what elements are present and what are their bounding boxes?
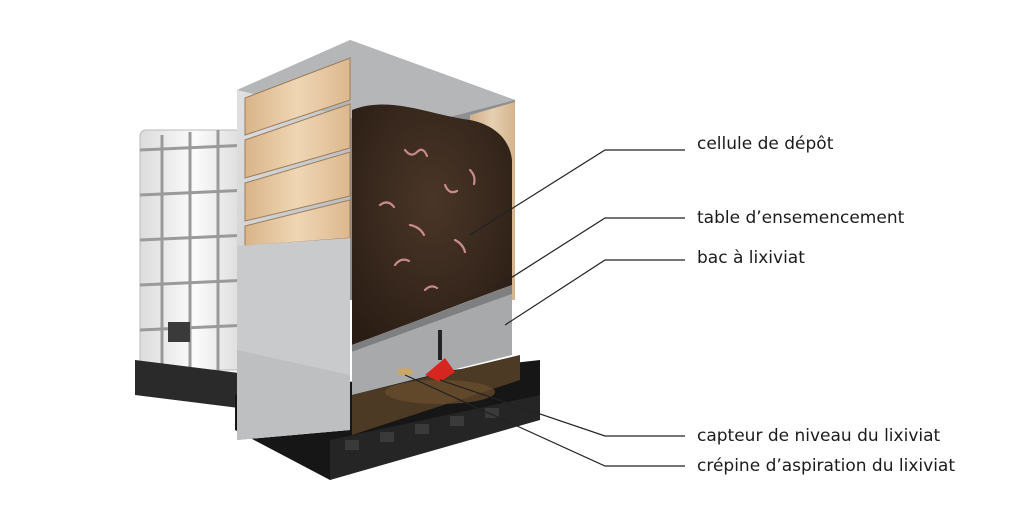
leader-line-cellule [469, 149, 685, 236]
leader-line-bac [504, 259, 685, 326]
label-crepine-aspiration: crépine d’aspiration du lixiviat [697, 456, 955, 476]
leader-line-table [494, 217, 685, 289]
leader-line-capteur [439, 379, 685, 437]
label-cellule-de-depot: cellule de dépôt [697, 134, 834, 154]
label-table-ensemencement: table d’ensemencement [697, 208, 905, 228]
suction-strainer [397, 368, 413, 376]
level-sensor [425, 330, 455, 382]
seeding-table [352, 285, 512, 352]
leachate-tray [352, 294, 520, 435]
label-bac-a-lixiviat: bac à lixiviat [697, 248, 805, 268]
label-capteur-niveau: capteur de niveau du lixiviat [697, 426, 941, 446]
leader-line-crepine [404, 374, 685, 467]
ibc-tank [135, 129, 255, 410]
worms [378, 148, 476, 292]
leader-lines [404, 149, 685, 467]
compost-mass [352, 104, 512, 345]
tank-valve [168, 322, 190, 342]
